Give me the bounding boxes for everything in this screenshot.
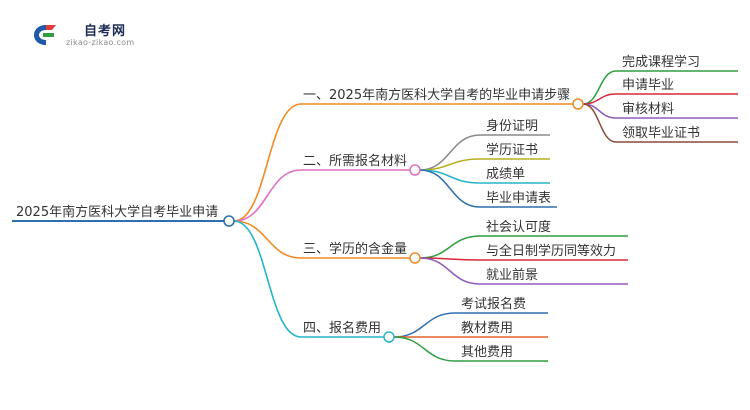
branch-2-connector-dot — [409, 164, 421, 176]
branch-3-label[interactable]: 三、学历的含金量 — [303, 241, 407, 257]
branch-3-connector-dot — [409, 252, 421, 264]
branch-4-child-2-label[interactable]: 教材费用 — [461, 320, 513, 336]
branch-3-child-1-label[interactable]: 社会认可度 — [486, 219, 551, 235]
mind-map-nodes: 2025年南方医科大学自考毕业申请 一、2025年南方医科大学自考的毕业申请步骤 完… — [16, 54, 700, 360]
logo-mark-icon — [34, 25, 56, 45]
branch-3-child-2-label[interactable]: 与全日制学历同等效力 — [486, 243, 616, 259]
branch-4-child-1-connector — [393, 312, 456, 338]
branch-1-label[interactable]: 一、2025年南方医科大学自考的毕业申请步骤 — [303, 87, 570, 103]
branch-3-connector — [233, 220, 302, 259]
branch-2-label[interactable]: 二、所需报名材料 — [303, 153, 407, 169]
branch-1-child-2-label[interactable]: 申请毕业 — [622, 78, 674, 93]
branch-4-child-1-label[interactable]: 考试报名费 — [461, 296, 526, 312]
branch-2-child-1-label[interactable]: 身份证明 — [486, 118, 538, 134]
branch-2-child-4-connector — [419, 169, 481, 208]
mind-map-edges — [12, 70, 738, 362]
root-label[interactable]: 2025年南方医科大学自考毕业申请 — [16, 204, 218, 220]
branch-1-connector — [233, 103, 302, 222]
branch-2-connector — [233, 169, 302, 222]
branch-2-child-2-label[interactable]: 学历证书 — [486, 142, 538, 158]
branch-2-child-3-label[interactable]: 成绩单 — [486, 167, 525, 182]
branch-1-child-1-label[interactable]: 完成课程学习 — [622, 54, 700, 70]
logo-name: 自考网 — [84, 24, 127, 39]
branch-1-child-3-label[interactable]: 审核材料 — [622, 102, 674, 117]
branch-4-child-3-label[interactable]: 其他费用 — [461, 345, 513, 360]
branch-1-child-4-connector — [582, 103, 617, 143]
branch-3-child-3-connector — [419, 257, 481, 285]
branch-4-label[interactable]: 四、报名费用 — [303, 320, 381, 336]
site-logo[interactable]: 自考网 zikao-zikao.com — [30, 18, 150, 52]
branch-4-connector — [233, 220, 302, 338]
branch-4-connector-dot — [383, 331, 395, 343]
logo-url: zikao-zikao.com — [66, 38, 135, 47]
branch-3-child-1-connector — [419, 235, 481, 259]
branch-2-child-4-label[interactable]: 毕业申请表 — [486, 191, 551, 206]
branch-3-child-3-label[interactable]: 就业前景 — [486, 267, 538, 283]
branch-1-connector-dot — [572, 98, 584, 110]
branch-1-child-4-label[interactable]: 领取毕业证书 — [622, 126, 700, 141]
root-connector-dot — [223, 215, 235, 227]
branch-4-child-3-connector — [393, 336, 456, 362]
